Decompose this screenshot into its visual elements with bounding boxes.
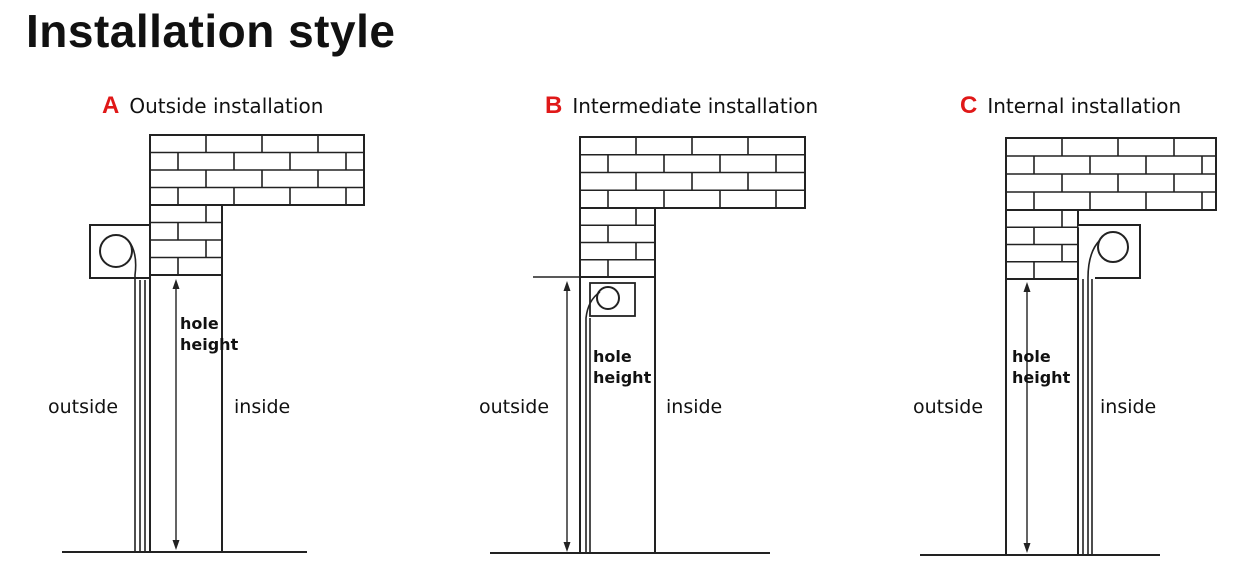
inside-label: inside <box>1100 396 1157 418</box>
page-title: Installation style <box>26 5 396 57</box>
arrow-head-up <box>172 279 180 289</box>
roller-drum-icon <box>99 234 133 268</box>
panel-letter: C <box>960 92 978 119</box>
panel-name: Intermediate installation <box>572 94 819 118</box>
inside-label: inside <box>666 396 723 418</box>
shutter-curtain <box>127 239 137 552</box>
shutter-curtain <box>1087 239 1101 555</box>
arrow-head-down <box>172 540 180 550</box>
panel-letter: B <box>545 92 563 119</box>
panel-a-title: A Outside installation <box>102 92 323 120</box>
panel-letter: A <box>102 92 120 119</box>
arrow-head-up <box>563 281 571 291</box>
panel-name: Outside installation <box>129 94 324 118</box>
arrow-head-up <box>1023 282 1031 292</box>
outside-label: outside <box>479 396 550 418</box>
panel-b-title: B Intermediate installation <box>545 92 818 120</box>
outside-label: outside <box>48 396 119 418</box>
roller-drum-icon <box>1097 231 1129 263</box>
arrow-head-down <box>1023 543 1031 553</box>
roller-drum-icon <box>596 286 620 310</box>
outside-label: outside <box>913 396 984 418</box>
roller-box <box>89 224 151 279</box>
panel-c-title: C Internal installation <box>960 92 1181 120</box>
arrow-head-down <box>563 542 571 552</box>
panel-name: Internal installation <box>987 94 1182 118</box>
shutter-curtain <box>585 291 601 553</box>
inside-label: inside <box>234 396 291 418</box>
